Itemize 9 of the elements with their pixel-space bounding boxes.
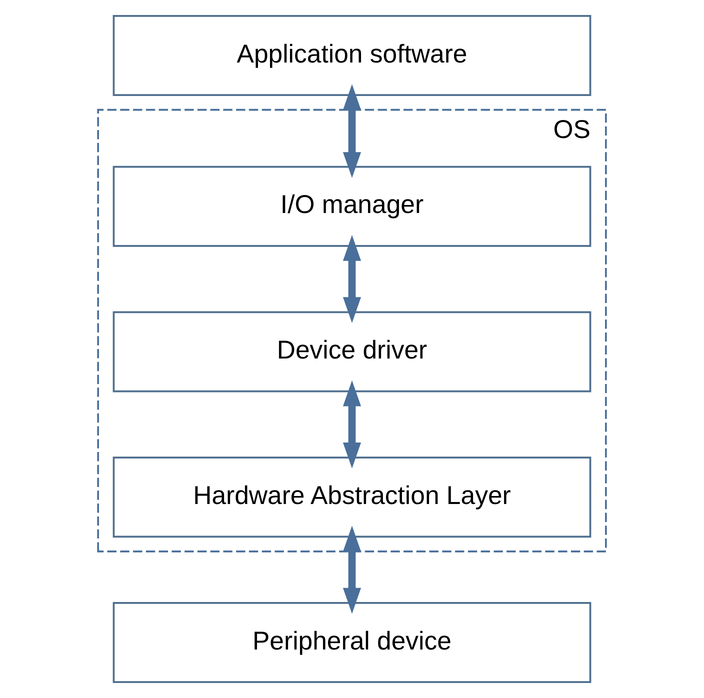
arrow [342, 84, 362, 178]
node-box: Device driver [112, 311, 592, 392]
node-box: I/O manager [112, 166, 592, 247]
arrow [342, 235, 362, 323]
arrow [342, 380, 362, 468]
arrow [342, 526, 362, 614]
node-box: Application software [112, 15, 592, 96]
node-box: Peripheral device [112, 602, 592, 683]
node-box: Hardware Abstraction Layer [112, 456, 592, 538]
